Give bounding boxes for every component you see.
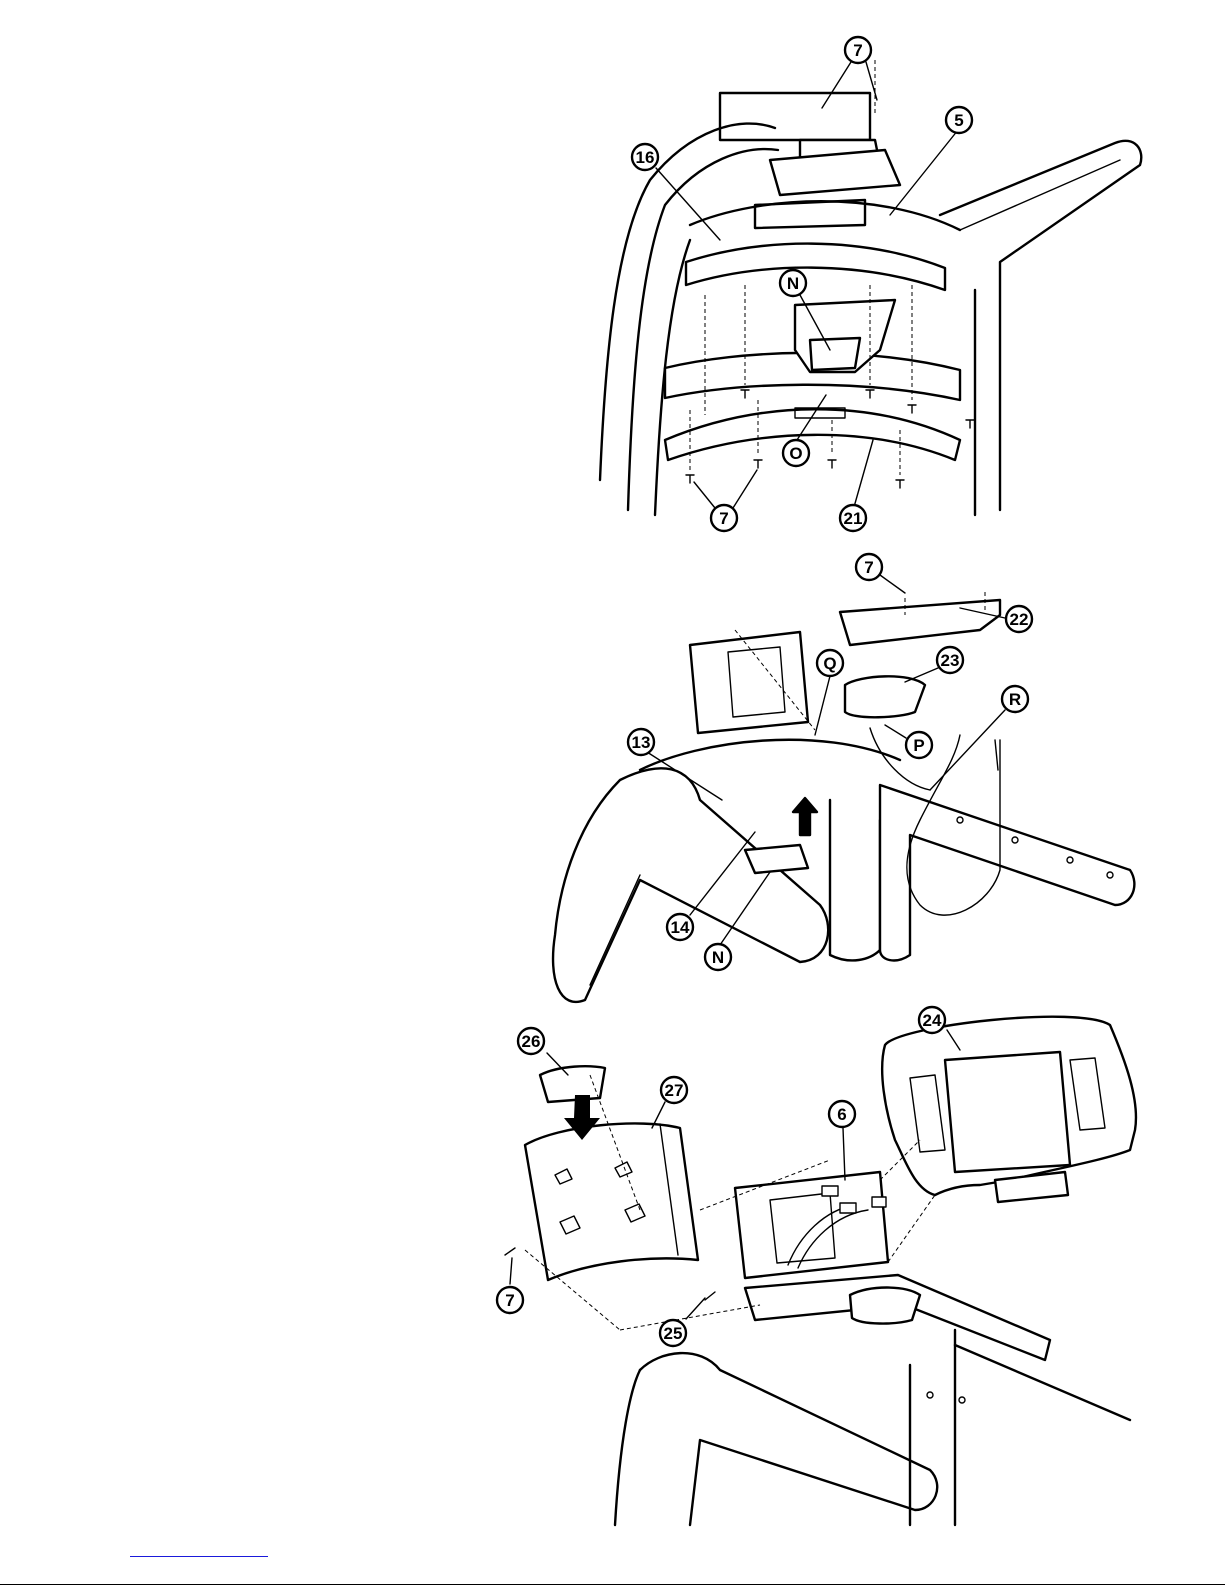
svg-text:7: 7: [853, 41, 862, 60]
svg-text:5: 5: [954, 111, 963, 130]
callout-23: 23: [937, 647, 963, 673]
svg-text:21: 21: [844, 509, 863, 528]
callout-7: 7: [856, 554, 882, 580]
svg-text:24: 24: [923, 1011, 942, 1030]
svg-text:13: 13: [632, 733, 651, 752]
svg-text:7: 7: [719, 509, 728, 528]
svg-text:7: 7: [864, 558, 873, 577]
callout-22: 22: [1006, 606, 1032, 632]
footer-link-underline: [130, 1556, 268, 1557]
callout-13: 13: [628, 729, 654, 755]
callout-5: 5: [946, 107, 972, 133]
callout-7-top: 7: [845, 37, 871, 63]
svg-text:O: O: [789, 444, 802, 463]
diagram-3-console-install: [505, 1017, 1136, 1525]
callout-26: 26: [518, 1028, 544, 1054]
svg-text:14: 14: [671, 918, 690, 937]
diagram-2-console-mount-assembly: [553, 575, 1134, 1002]
callout-N: N: [705, 944, 731, 970]
svg-text:22: 22: [1010, 610, 1029, 629]
svg-text:R: R: [1009, 690, 1021, 709]
callout-R: R: [1002, 686, 1028, 712]
diagram-1-top-shroud-assembly: [600, 60, 1141, 515]
callout-6: 6: [829, 1101, 855, 1127]
callout-24: 24: [919, 1007, 945, 1033]
callout-P: P: [906, 732, 932, 758]
svg-text:6: 6: [837, 1105, 846, 1124]
svg-text:25: 25: [664, 1324, 683, 1343]
svg-text:Q: Q: [823, 654, 836, 673]
callout-14: 14: [667, 914, 693, 940]
callout-25: 25: [660, 1320, 686, 1346]
svg-text:N: N: [712, 948, 724, 967]
svg-text:16: 16: [636, 148, 655, 167]
svg-text:23: 23: [941, 651, 960, 670]
svg-text:26: 26: [522, 1032, 541, 1051]
svg-text:P: P: [913, 736, 924, 755]
callout-7-bottom: 7: [711, 505, 737, 531]
callout-16: 16: [632, 144, 658, 170]
callout-7: 7: [497, 1287, 523, 1313]
svg-text:N: N: [787, 274, 799, 293]
callout-27: 27: [661, 1077, 687, 1103]
callout-21: 21: [840, 505, 866, 531]
svg-text:7: 7: [505, 1291, 514, 1310]
callout-O: O: [783, 440, 809, 466]
svg-text:27: 27: [665, 1081, 684, 1100]
callout-Q: Q: [817, 650, 843, 676]
callout-N: N: [780, 270, 806, 296]
